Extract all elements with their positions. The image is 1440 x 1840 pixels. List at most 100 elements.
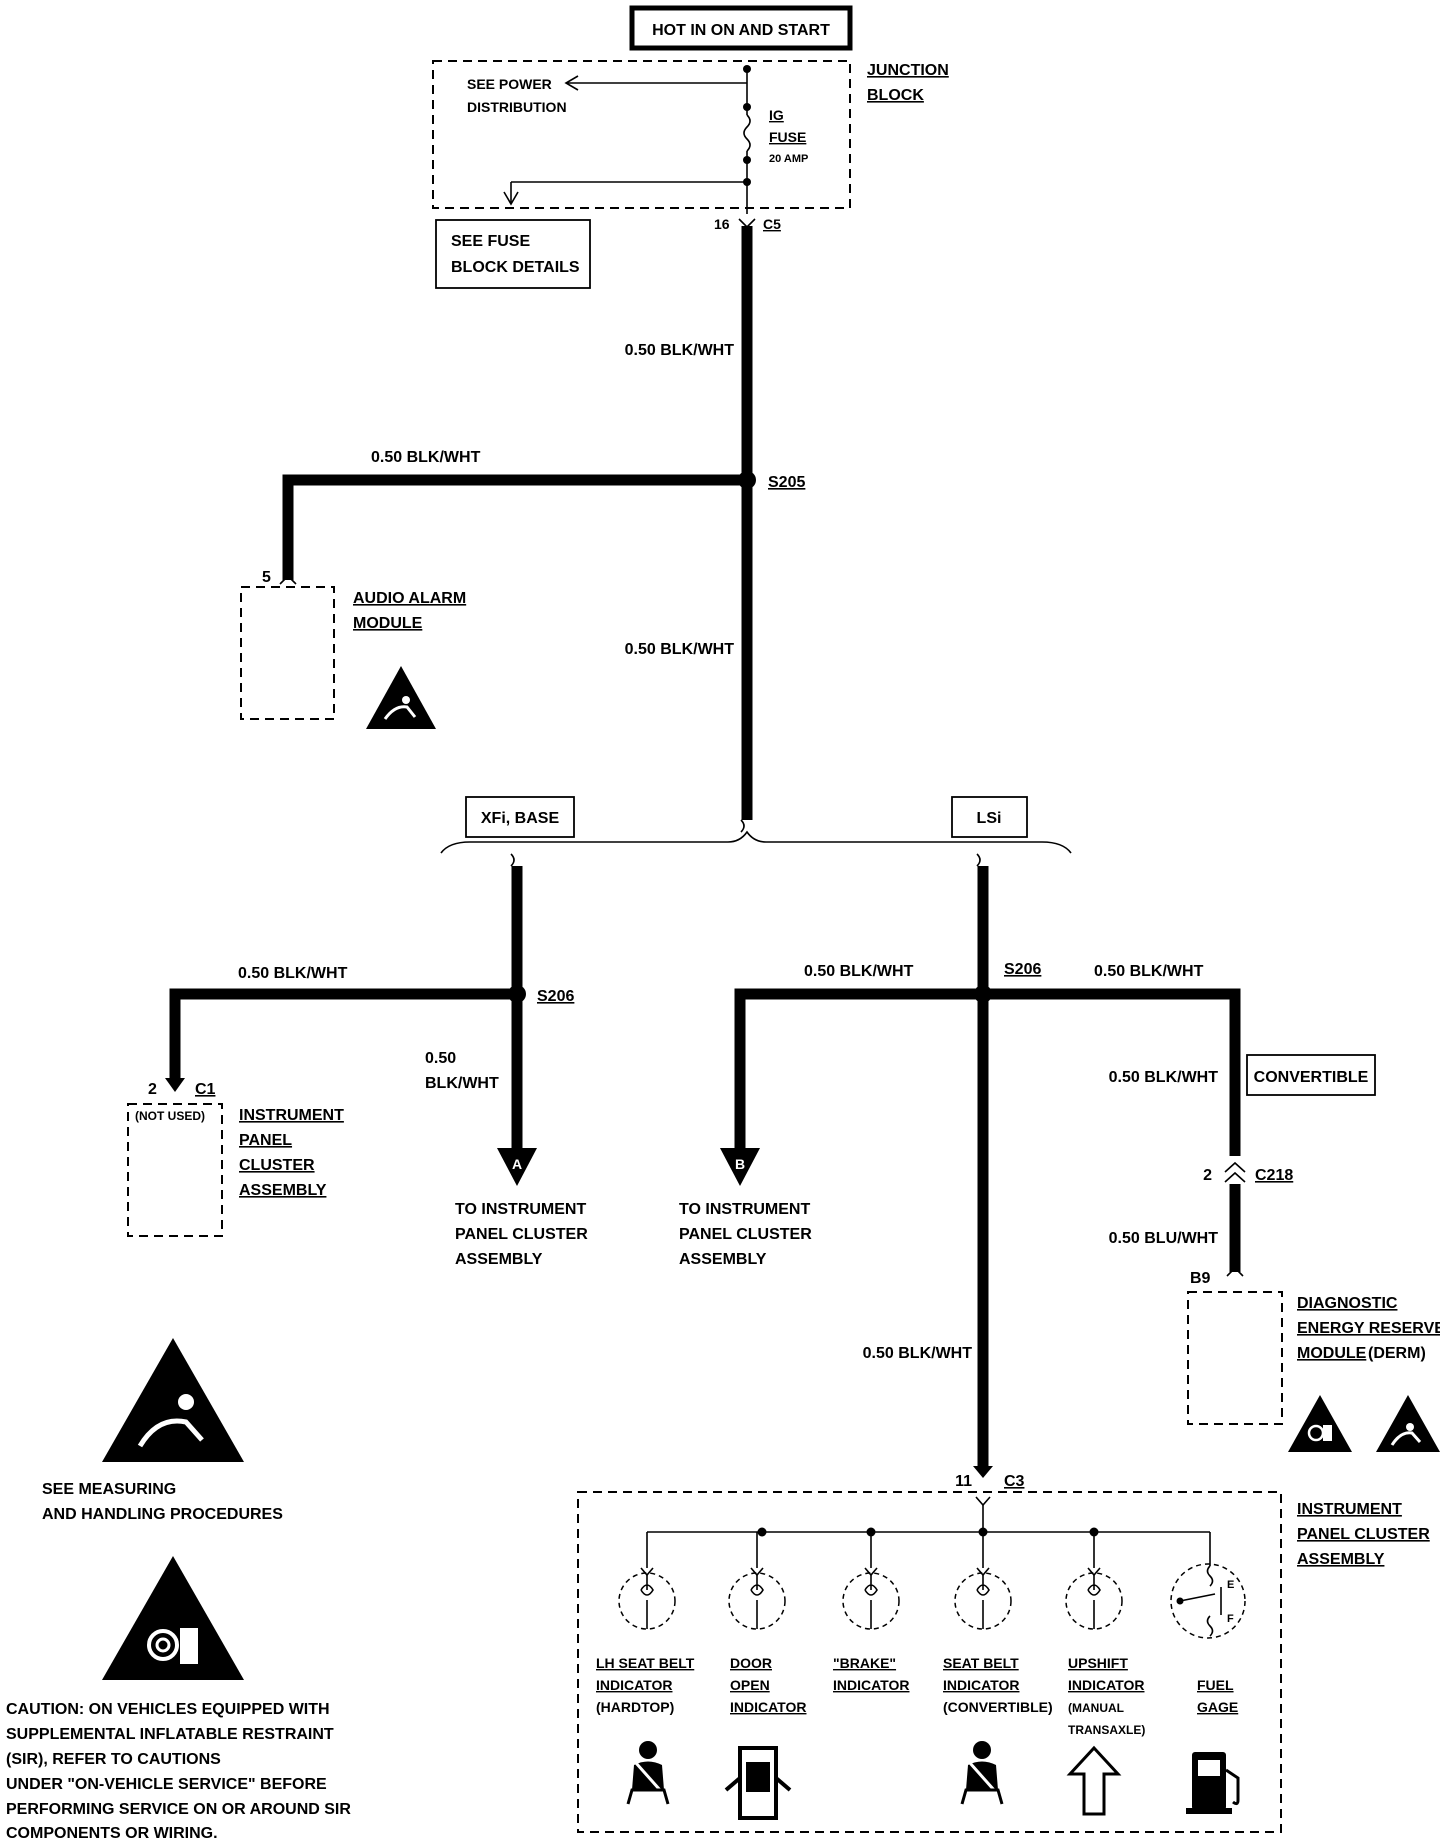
brake-1: "BRAKE" (833, 1655, 896, 1671)
power-ref-2: DISTRIBUTION (467, 99, 567, 115)
esd-warning-icon (1376, 1395, 1440, 1452)
upshift-1: UPSHIFT (1068, 1655, 1128, 1671)
audio-alarm-title-1: AUDIO ALARM (353, 590, 466, 607)
ipc-left-title-3: CLUSTER (239, 1157, 315, 1174)
main-feed: 16 C5 0.50 BLK/WHT 0.50 BLK/WHT S205 (625, 216, 805, 820)
junction-block-title-2: BLOCK (867, 87, 924, 104)
offpage-a-letter: A (512, 1156, 522, 1172)
b9-label: B9 (1190, 1270, 1211, 1287)
not-used-label: (NOT USED) (135, 1109, 205, 1123)
right-branch: S206 0.50 BLK/WHT B TO INSTRUMENT PANEL … (679, 853, 1440, 1490)
power-header: HOT IN ON AND START (629, 5, 853, 51)
lh-seat-3: (HARDTOP) (596, 1699, 674, 1715)
fuel-1: FUEL (1197, 1677, 1234, 1693)
door-open-icon (724, 1746, 792, 1820)
brake-bulb (842, 1532, 900, 1630)
fuse-label-2: FUSE (769, 129, 806, 145)
caution-3: (SIR), REFER TO CAUTIONS (6, 1751, 221, 1768)
fuse-symbol (743, 114, 751, 152)
ipc-left-title-1: INSTRUMENT (239, 1107, 344, 1124)
wire-main-mid: 0.50 BLK/WHT (625, 641, 735, 658)
fuse-rating: 20 AMP (769, 153, 808, 165)
seat-belt-conv-bulb (954, 1532, 1012, 1630)
notes: SEE MEASURING AND HANDLING PROCEDURES CA… (6, 1338, 351, 1840)
wire-derm-upper: 0.50 BLK/WHT (1109, 1069, 1219, 1086)
offpage-b-2: PANEL CLUSTER (679, 1226, 812, 1243)
convertible-label: CONVERTIBLE (1254, 1069, 1369, 1086)
caution-1: CAUTION: ON VEHICLES EQUIPPED WITH (6, 1701, 330, 1718)
gauge-icon: E F (1170, 1532, 1246, 1639)
seat-belt-icon (626, 1741, 670, 1805)
upshift-3: (MANUAL (1068, 1701, 1124, 1715)
splice-s206-left: S206 (537, 988, 574, 1005)
wire-alarm: 0.50 BLK/WHT (371, 449, 481, 466)
seat-conv-3: (CONVERTIBLE) (943, 1699, 1053, 1715)
audio-alarm-title-2: MODULE (353, 615, 423, 632)
gauge-f: F (1227, 1613, 1234, 1625)
wire-derm-lower: 0.50 BLU/WHT (1109, 1230, 1219, 1247)
power-ref-1: SEE POWER (467, 76, 552, 92)
c218-pin: 2 (1203, 1167, 1212, 1184)
offpage-a-2: PANEL CLUSTER (455, 1226, 588, 1243)
lh-seat-2: INDICATOR (596, 1677, 672, 1693)
seat-belt-icon (960, 1741, 1004, 1805)
junction-block-title-1: JUNCTION (867, 62, 949, 79)
offpage-b-letter: B (735, 1156, 745, 1172)
fuse-label-1: IG (769, 107, 784, 123)
upshift-4: TRANSAXLE) (1068, 1723, 1145, 1737)
caution-6: COMPONENTS OR WIRING. (6, 1825, 218, 1840)
fuse-block-ref-1: SEE FUSE (451, 233, 530, 250)
alarm-pin: 5 (262, 569, 271, 586)
door-3: INDICATOR (730, 1699, 806, 1715)
bulb-icon (976, 1575, 990, 1596)
door-open-bulb (728, 1532, 786, 1630)
c1-label: C1 (195, 1081, 216, 1098)
offpage-b-arrow (720, 1148, 760, 1186)
door-1: DOOR (730, 1655, 772, 1671)
upshift-arrow-icon (1066, 1745, 1122, 1816)
esd-warning-icon (102, 1338, 244, 1462)
caution-5: PERFORMING SERVICE ON OR AROUND SIR (6, 1801, 351, 1818)
splice-s206-right: S206 (1004, 961, 1041, 978)
splice-s205: S205 (768, 474, 805, 491)
derm-title-1: DIAGNOSTIC (1297, 1295, 1398, 1312)
esd-note-2: AND HANDLING PROCEDURES (42, 1506, 283, 1523)
offpage-b-3: ASSEMBLY (679, 1251, 767, 1268)
c218-label: C218 (1255, 1167, 1293, 1184)
offpage-a-3: ASSEMBLY (455, 1251, 543, 1268)
left-branch: S206 0.50 BLK/WHT 2 C1 (NOT USED) INSTRU… (127, 853, 588, 1268)
c3-pin: 11 (955, 1473, 972, 1490)
lh-seat-1: LH SEAT BELT (596, 1655, 695, 1671)
brake-2: INDICATOR (833, 1677, 909, 1693)
fuse-block-ref-2: BLOCK DETAILS (451, 259, 580, 276)
sir-airbag-warning-icon (1288, 1395, 1352, 1452)
derm-title-3a: MODULE (1297, 1345, 1367, 1362)
upshift-2: INDICATOR (1068, 1677, 1144, 1693)
junction-block: JUNCTION BLOCK SEE POWER DISTRIBUTION IG… (432, 60, 949, 289)
fuel-pump-icon (1186, 1752, 1240, 1814)
door-2: OPEN (730, 1677, 770, 1693)
bulb-icon (640, 1575, 654, 1596)
c1-pin: 2 (148, 1081, 157, 1098)
esd-warning-icon (366, 666, 436, 729)
wire-main-upper: 0.50 BLK/WHT (625, 342, 735, 359)
power-header-label: HOT IN ON AND START (652, 22, 830, 39)
offpage-a-arrow (497, 1148, 537, 1186)
offpage-a-1: TO INSTRUMENT (455, 1201, 586, 1218)
gauge-e: E (1227, 1579, 1234, 1591)
ipc-left-title-4: ASSEMBLY (239, 1182, 327, 1199)
ipc-main-title-3: ASSEMBLY (1297, 1551, 1385, 1568)
derm-title-2: ENERGY RESERVE (1297, 1320, 1440, 1337)
upshift-bulb (1065, 1532, 1123, 1630)
wire-left-branch: 0.50 BLK/WHT (238, 965, 348, 982)
wire-cluster-feed: 0.50 BLK/WHT (863, 1345, 973, 1362)
fuel-2: GAGE (1197, 1699, 1238, 1715)
audio-alarm-branch: 0.50 BLK/WHT 5 AUDIO ALARM MODULE (240, 449, 747, 729)
bulb-icon (1087, 1575, 1101, 1596)
bulb-icon (750, 1575, 764, 1596)
option-left-label: XFi, BASE (481, 810, 560, 827)
c3-label: C3 (1004, 1473, 1025, 1490)
wire-right-right: 0.50 BLK/WHT (1094, 963, 1204, 980)
seat-conv-1: SEAT BELT (943, 1655, 1019, 1671)
